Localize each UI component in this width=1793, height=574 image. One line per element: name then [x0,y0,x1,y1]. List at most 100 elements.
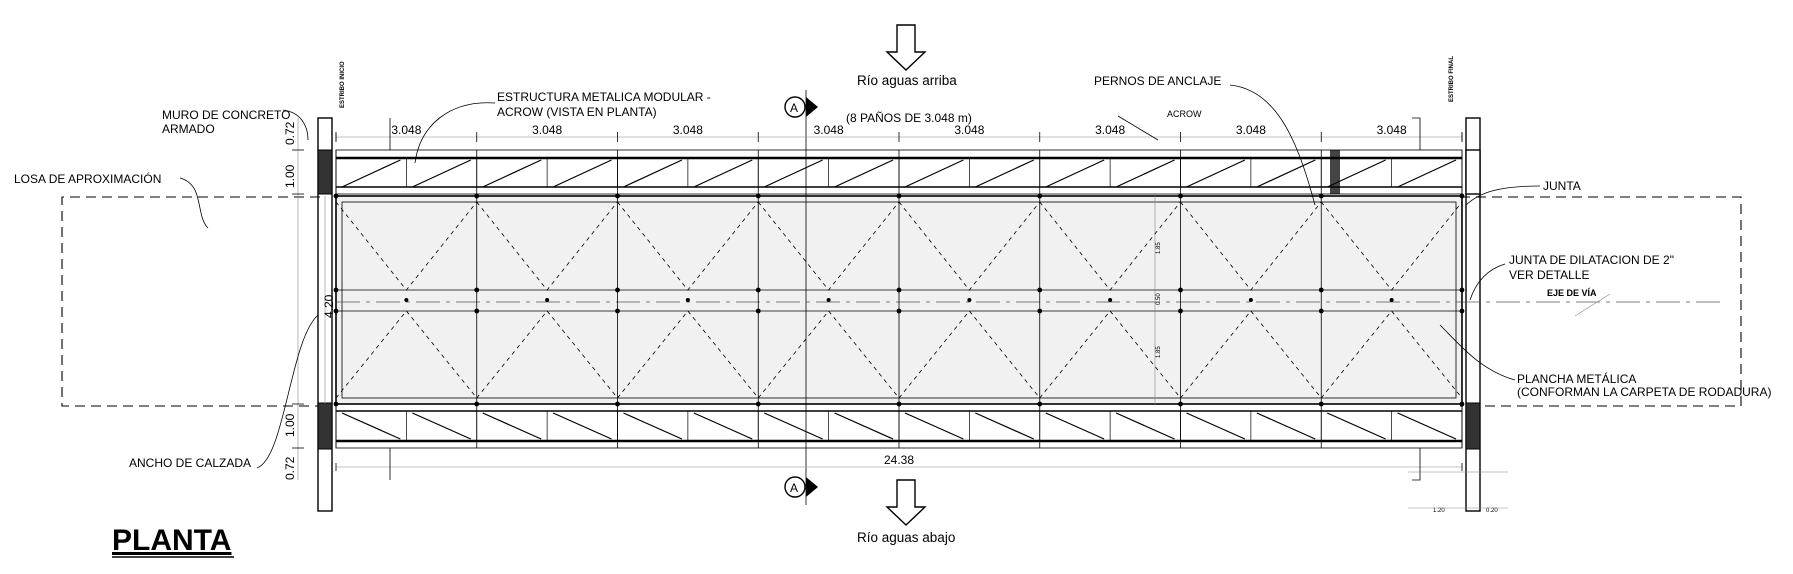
truss-diagonal [1397,159,1457,188]
wall-label-line1: MURO DE CONCRETO [162,108,290,122]
deck-diagonals [335,201,1463,399]
bolt-mark [755,193,761,199]
truss-diagonal [623,159,683,188]
truss-diagonal [904,412,964,440]
truss-diagonal [764,412,823,440]
dim-small-1-20: 1.20 [1433,508,1445,514]
bolt-mark [1178,287,1183,293]
deck-diagonal [1320,201,1463,399]
truss-diagonal [1326,159,1386,188]
bolt-mark [615,193,620,199]
bolt-mark [1178,193,1183,199]
bolt-mark [1318,287,1324,293]
bolt-mark [967,298,972,302]
bolt-mark [1037,193,1043,199]
bolt-mark [1037,308,1043,314]
total-length-label: 24.38 [884,453,914,467]
truss-diagonal [1186,412,1246,440]
truss-diagonal [1045,159,1105,188]
carriage-width-label: ANCHO DE CALZADA [129,456,251,470]
truss-diagonal [693,159,753,188]
truss-diagonal [975,412,1034,440]
bolt-mark [1459,308,1465,314]
truss-diagonal [341,159,401,188]
truss-diagonal [1256,159,1316,188]
bolt-mark [615,308,620,314]
wall-label-line2: ARMADO [162,122,215,136]
truss-diagonal [482,412,542,440]
approach-slab-outline [61,196,1742,407]
structure-label-line2: ACROW (VISTA EN PLANTA) [497,105,657,119]
bolt-mark [755,401,761,407]
plate-label-line1: PLANCHA METÁLICA [1517,371,1636,386]
bolt-mark [333,287,339,293]
bay-dimension-label: 3.048 [532,123,562,137]
dim-bottom-0-72: 0.72 [283,456,297,480]
river-up-arrow [885,24,927,71]
bolt-mark [1389,298,1394,302]
truss-diagonal [904,159,964,188]
truss-diagonal [412,412,471,440]
bolt-mark [755,287,761,293]
bolt-mark [1108,298,1113,302]
bay-dimension-label: 3.048 [1236,123,1266,137]
truss-diagonal [482,159,542,188]
bolt-mark [1248,298,1253,302]
truss-diagonal [1115,412,1175,440]
river-down-label: Río aguas abajo [857,530,955,545]
river-down-arrow [885,479,927,526]
dim-small-0-20: 0.20 [1486,508,1498,514]
bolt-mark [1037,287,1043,293]
abutment-start-label: ESTRIBO INICIO [340,61,346,108]
truss-diagonals [335,158,1457,441]
deck-diagonal [1180,201,1322,399]
dim-width-4-20: 4.20 [322,294,336,318]
section-mark-top-letter: A [790,101,798,115]
approach-slab-label: LOSA DE APROXIMACIÓN [14,171,161,186]
truss-diagonal [1186,159,1246,188]
bolt-mark [755,308,761,314]
abutment-end-label: ESTRIBO FINAL [1449,56,1455,102]
bolt-mark [474,308,480,314]
truss-diagonal [1327,412,1386,440]
bolt-mark [1318,308,1324,314]
bolt-mark [1037,401,1043,407]
dim-top-1-00: 1.00 [283,164,297,188]
bolt-mark [896,401,902,407]
section-mark-top [784,96,818,118]
truss-diagonal [1256,412,1316,440]
structure-label-line1: ESTRUCTURA METALICA MODULAR - [497,90,711,104]
bay-dimension-label: 3.048 [814,123,844,137]
bolt-mark [333,401,339,407]
truss-diagonal [834,159,894,188]
bolt-mark [1459,287,1465,293]
dim-inner-1-85-top: 1.85 [1156,242,1162,254]
river-up-label: Río aguas arriba [857,73,957,88]
truss-diagonal [763,159,823,188]
bay-dividers [335,132,1463,448]
deck-diagonal [757,201,900,399]
truss-diagonal [341,412,401,440]
truss-diagonal [552,159,612,188]
plate-label-line2: (CONFORMAN LA CARPETA DE RODADURA) [1517,385,1771,399]
deck-diagonal [1039,201,1181,399]
bolt-mark [615,287,620,293]
bay-dimension-label: 3.048 [673,123,703,137]
bolt-mark [896,308,902,314]
drawing-title: PLANTA [112,524,231,557]
truss-diagonal [1045,412,1105,440]
road-axis-label: EJE DE VÍA [1547,288,1597,298]
expansion-joint-line2: VER DETALLE [1509,268,1589,282]
truss-diagonal [552,412,612,440]
bolt-mark [474,401,480,407]
bay-dimension-label: 3.048 [1377,123,1407,137]
deck-diagonal [898,201,1041,399]
bolt-mark [685,298,690,302]
road-axis-line [336,293,1722,317]
truss-diagonal [975,159,1035,188]
bolt-mark [333,193,339,199]
bolt-mark [1459,401,1465,407]
truss-diagonal [412,159,472,188]
section-mark-bottom-letter: A [790,481,798,495]
bay-dimension-label: 3.048 [391,123,421,137]
